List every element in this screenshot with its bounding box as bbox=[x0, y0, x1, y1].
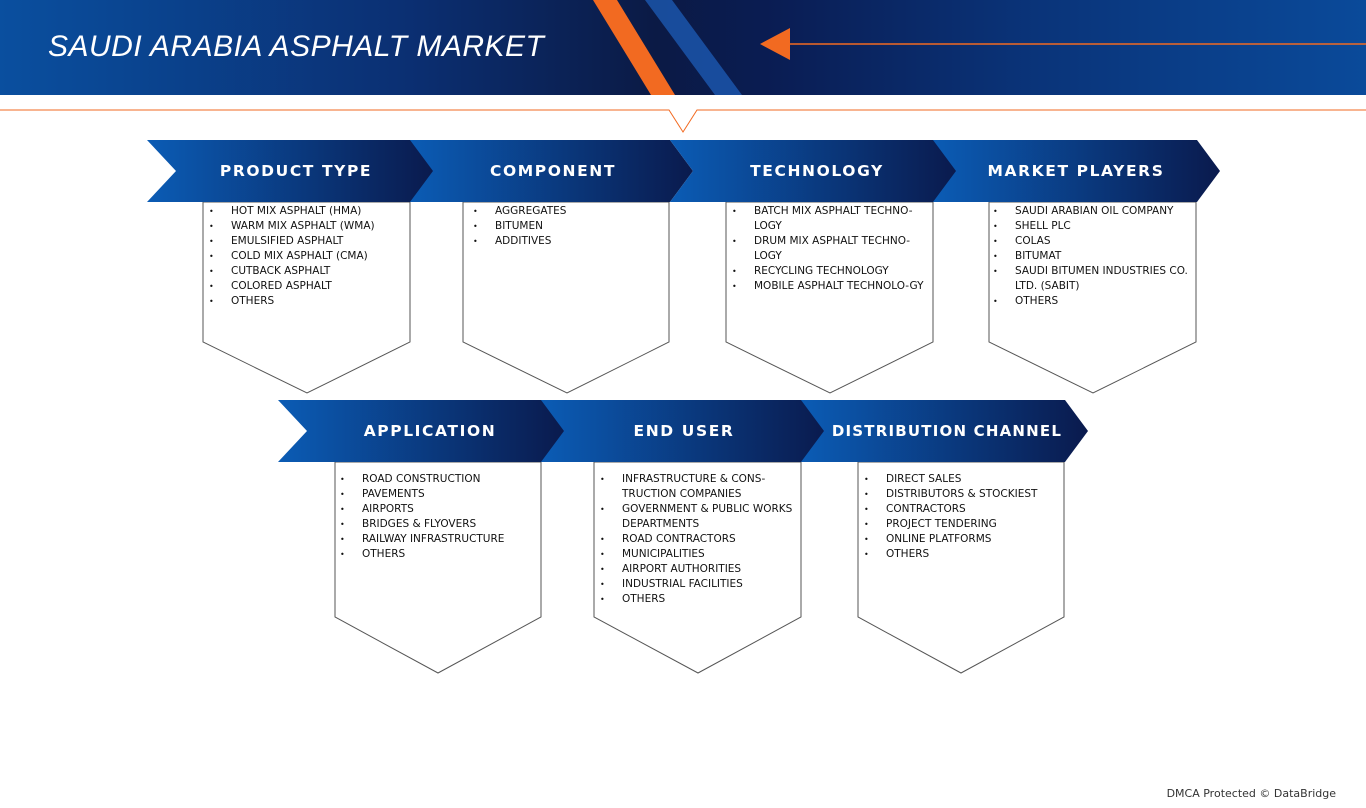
list-item: CUTBACK ASPHALT bbox=[209, 264, 399, 279]
header-separator bbox=[0, 109, 1366, 133]
list-item: MOBILE ASPHALT TECHNOLO-GY bbox=[732, 279, 927, 294]
segment-item-list: INFRASTRUCTURE & CONS-TRUCTION COMPANIES… bbox=[600, 472, 795, 607]
list-item: AGGREGATES bbox=[473, 204, 663, 219]
list-item: OTHERS bbox=[993, 294, 1193, 309]
segment-shape bbox=[410, 140, 693, 394]
segment-title: PRODUCT TYPE bbox=[219, 162, 373, 180]
list-item: BATCH MIX ASPHALT TECHNO-LOGY bbox=[732, 204, 927, 234]
list-item: OTHERS bbox=[340, 547, 535, 562]
header-banner: SAUDI ARABIA ASPHALT MARKET bbox=[0, 0, 1366, 95]
segment-title: APPLICATION bbox=[363, 422, 497, 440]
list-item: DISTRIBUTORS & STOCKIEST bbox=[864, 487, 1059, 502]
list-item: OTHERS bbox=[864, 547, 1059, 562]
list-item: BITUMEN bbox=[473, 219, 663, 234]
list-item: ADDITIVES bbox=[473, 234, 663, 249]
list-item: INDUSTRIAL FACILITIES bbox=[600, 577, 795, 592]
list-item: DIRECT SALES bbox=[864, 472, 1059, 487]
segment-item-list: HOT MIX ASPHALT (HMA) WARM MIX ASPHALT (… bbox=[209, 204, 399, 309]
list-item: SAUDI ARABIAN OIL COMPANY bbox=[993, 204, 1193, 219]
list-item: GOVERNMENT & PUBLIC WORKS DEPARTMENTS bbox=[600, 502, 795, 532]
segment-title: END USER bbox=[633, 422, 735, 440]
list-item: OTHERS bbox=[600, 592, 795, 607]
segment-item-list: DIRECT SALES DISTRIBUTORS & STOCKIEST CO… bbox=[864, 472, 1059, 562]
list-item: BITUMAT bbox=[993, 249, 1193, 264]
list-item: COLD MIX ASPHALT (CMA) bbox=[209, 249, 399, 264]
list-item: SAUDI BITUMEN INDUSTRIES CO. LTD. (SABIT… bbox=[993, 264, 1193, 294]
list-item: COLORED ASPHALT bbox=[209, 279, 399, 294]
list-item: COLAS bbox=[993, 234, 1193, 249]
header-decoration bbox=[593, 0, 1366, 95]
list-item: OTHERS bbox=[209, 294, 399, 309]
page-title: SAUDI ARABIA ASPHALT MARKET bbox=[48, 30, 545, 63]
list-item: AIRPORTS bbox=[340, 502, 535, 517]
list-item: DRUM MIX ASPHALT TECHNO-LOGY bbox=[732, 234, 927, 264]
segment-item-list: ROAD CONSTRUCTION PAVEMENTS AIRPORTS BRI… bbox=[340, 472, 535, 562]
segment-item-list: SAUDI ARABIAN OIL COMPANY SHELL PLC COLA… bbox=[993, 204, 1193, 309]
segment-title: MARKET PLAYERS bbox=[987, 162, 1165, 180]
list-item: RAILWAY INFRASTRUCTURE bbox=[340, 532, 535, 547]
list-item: ROAD CONTRACTORS bbox=[600, 532, 795, 547]
list-item: BRIDGES & FLYOVERS bbox=[340, 517, 535, 532]
list-item: CONTRACTORS bbox=[864, 502, 1059, 517]
segment-title: DISTRIBUTION CHANNEL bbox=[831, 422, 1063, 440]
list-item: HOT MIX ASPHALT (HMA) bbox=[209, 204, 399, 219]
list-item: PROJECT TENDERING bbox=[864, 517, 1059, 532]
list-item: SHELL PLC bbox=[993, 219, 1193, 234]
list-item: ROAD CONSTRUCTION bbox=[340, 472, 535, 487]
list-item: AIRPORT AUTHORITIES bbox=[600, 562, 795, 577]
segment-item-list: AGGREGATES BITUMEN ADDITIVES bbox=[473, 204, 663, 249]
arrow-left-icon bbox=[760, 28, 790, 60]
segment-title: COMPONENT bbox=[489, 162, 617, 180]
list-item: PAVEMENTS bbox=[340, 487, 535, 502]
list-item: INFRASTRUCTURE & CONS-TRUCTION COMPANIES bbox=[600, 472, 795, 502]
list-item: WARM MIX ASPHALT (WMA) bbox=[209, 219, 399, 234]
list-item: ONLINE PLATFORMS bbox=[864, 532, 1059, 547]
segment-item-list: BATCH MIX ASPHALT TECHNO-LOGY DRUM MIX A… bbox=[732, 204, 927, 294]
list-item: MUNICIPALITIES bbox=[600, 547, 795, 562]
segment-title: TECHNOLOGY bbox=[750, 162, 884, 180]
list-item: EMULSIFIED ASPHALT bbox=[209, 234, 399, 249]
footer-credit: DMCA Protected © DataBridge bbox=[1166, 787, 1336, 800]
list-item: RECYCLING TECHNOLOGY bbox=[732, 264, 927, 279]
